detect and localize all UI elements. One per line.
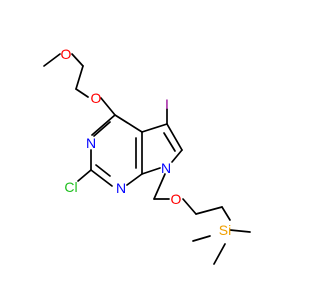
molecule-structure: O O I N N N Cl O Si	[43, 46, 251, 265]
bond-ch2-o-aryl	[75, 88, 89, 98]
bond-n7-c7a	[141, 167, 161, 175]
bond-c5-c6-outer	[166, 123, 183, 151]
bond-ch2-si	[221, 206, 231, 221]
bond-c5-c6-inner	[163, 132, 176, 152]
oxygen-atom-label: O	[91, 90, 102, 106]
bond-c4a-c4	[114, 114, 143, 133]
structure-canvas: O O I N N N Cl O Si	[43, 46, 251, 265]
bond-ch2-ch2	[75, 65, 84, 90]
bond-c2-cl	[77, 169, 92, 182]
bond-si-methyl-right	[229, 229, 251, 233]
silicon-atom-label: Si	[219, 222, 231, 238]
oxygen-atom-label: O	[61, 46, 72, 62]
bond-c6-n7	[171, 149, 183, 163]
nitrogen-atom-label: N	[161, 160, 171, 176]
bond-n1-c7a	[126, 173, 143, 186]
nitrogen-atom-label: N	[86, 135, 96, 151]
bond-c2-n1-inner	[95, 164, 111, 177]
atom-labels: O O I N N N Cl O Si	[61, 46, 232, 238]
bond-c4a-c5	[141, 123, 168, 133]
bond-n7-ch2	[153, 173, 166, 200]
bond-methyl-o-top	[43, 53, 61, 67]
bond-c4-n3-inner	[93, 121, 111, 137]
bond-o-top-ch2	[71, 53, 84, 67]
bond-c4-n3-outer	[91, 114, 116, 136]
bond-si-methyl-left	[192, 235, 211, 242]
oxygen-atom-label: O	[171, 191, 182, 207]
bond-o-sem-ch2	[182, 198, 197, 215]
chlorine-atom-label: Cl	[64, 179, 77, 195]
nitrogen-atom-label: N	[116, 180, 126, 196]
bond-c2-n1-outer	[90, 169, 113, 187]
bonds	[43, 53, 251, 265]
bond-o-aryl-c4	[100, 97, 116, 116]
bond-ch2-ch2-si	[195, 206, 223, 215]
bond-si-methyl-down	[213, 243, 226, 265]
iodine-atom-label: I	[165, 96, 169, 112]
